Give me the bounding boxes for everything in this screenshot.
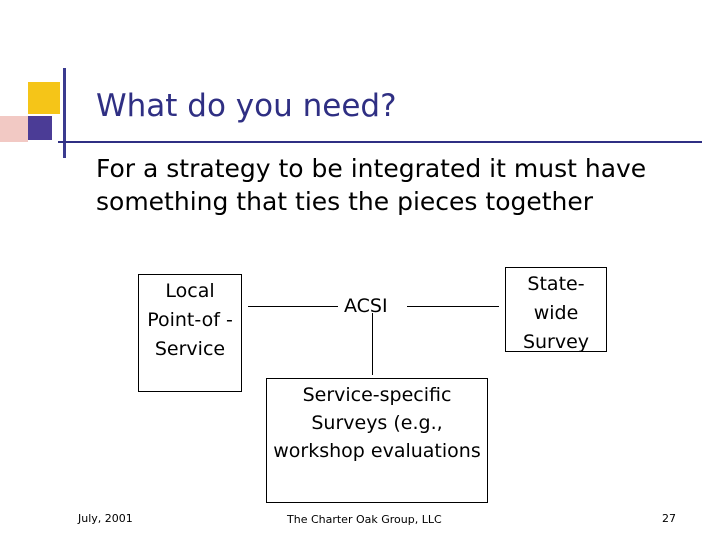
page-title: What do you need? [96, 88, 397, 124]
decorative-corner-graphic [0, 60, 90, 158]
connector-local-to-acsi [248, 306, 338, 307]
connector-acsi-to-statewide [407, 306, 499, 307]
pink-square-icon [0, 116, 28, 142]
purple-square-icon [28, 116, 52, 140]
connector-acsi-to-service-specific [372, 313, 373, 375]
footer-date: July, 2001 [78, 512, 133, 525]
vertical-rule [63, 68, 66, 158]
body-paragraph: For a strategy to be integrated it must … [96, 154, 647, 216]
diagram-box-local-point-of-service: Local Point-of - Service [138, 274, 242, 392]
diagram-box-statewide-survey: State- wide Survey [505, 267, 607, 353]
yellow-square-icon [28, 82, 60, 114]
diagram-box-service-specific-surveys: Service-specific Surveys (e.g., workshop… [266, 378, 488, 503]
title-underline [58, 141, 702, 143]
footer-page-number: 27 [662, 512, 676, 525]
footer-organization: The Charter Oak Group, LLC [287, 513, 442, 526]
diagram-label-acsi: ACSI [344, 295, 388, 317]
